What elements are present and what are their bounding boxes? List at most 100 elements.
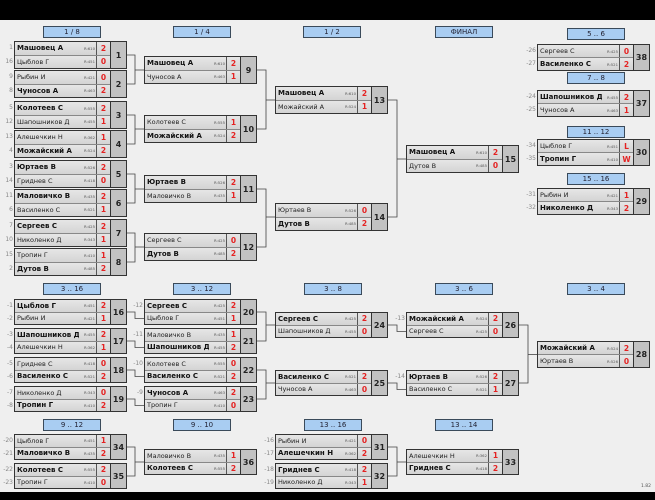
player-row[interactable]: Колотеев СR:5552 xyxy=(145,462,240,474)
player-row[interactable]: Алешечкин НR:3622 xyxy=(276,447,371,459)
player-row[interactable]: Колотеев СR:5552 xyxy=(15,102,110,116)
player-row[interactable]: Василенко СR:5212 xyxy=(276,371,371,384)
player-row[interactable]: Николенко ДR:3432 xyxy=(538,202,633,214)
player-row[interactable]: Колотеев СR:5552 xyxy=(15,464,110,477)
player-row[interactable]: Тропин ГR:4100 xyxy=(15,476,110,488)
match-2[interactable]: Рыбин ИR:4210Чуносов АR:46322 xyxy=(14,70,127,98)
match-19[interactable]: Николенко ДR:3430Тропин ГR:410219 xyxy=(14,386,127,412)
player-row[interactable]: Можайский АR:5242 xyxy=(407,313,502,326)
match-7[interactable]: Сергеев СR:4252Николенко ДR:34317 xyxy=(14,219,127,247)
match-9[interactable]: Машовец АR:6102Чуносов АR:46319 xyxy=(144,56,257,84)
player-row[interactable]: Можайский АR:5242 xyxy=(145,129,240,142)
player-row[interactable]: Цыблов ГR:4511 xyxy=(15,435,110,448)
player-row[interactable]: Цыблов ГR:4512 xyxy=(15,300,110,313)
player-row[interactable]: Чуносов АR:4632 xyxy=(15,84,110,97)
player-row[interactable]: Маловичко ВR:4352 xyxy=(15,447,110,459)
match-13[interactable]: Машовец АR:6102Можайский АR:524113 xyxy=(275,86,388,114)
player-row[interactable]: Можайский АR:5242 xyxy=(15,144,110,157)
player-row[interactable]: Дутов ВR:4852 xyxy=(276,217,371,230)
player-row[interactable]: Шапошников ДR:4551 xyxy=(15,115,110,128)
match-16[interactable]: Цыблов ГR:4512Рыбин ИR:421116 xyxy=(14,299,127,325)
player-row[interactable]: Гриднев СR:4180 xyxy=(15,358,110,371)
match-4[interactable]: Алешечкин НR:3621Можайский АR:52424 xyxy=(14,130,127,158)
match-31[interactable]: Рыбин ИR:4210Алешечкин НR:362231 xyxy=(275,434,388,460)
player-row[interactable]: Юртаев ВR:5262 xyxy=(145,176,240,190)
match-29[interactable]: Рыбин ИR:4211Николенко ДR:343229 xyxy=(537,188,650,215)
match-6[interactable]: Маловичко ВR:4352Василенко СR:52116 xyxy=(14,189,127,217)
player-row[interactable]: Колотеев СR:5550 xyxy=(145,358,240,371)
player-row[interactable]: Сергеев СR:4252 xyxy=(276,313,371,326)
match-37[interactable]: Шапошников ДR:4552Чуносов АR:463137 xyxy=(537,90,650,117)
player-row[interactable]: Можайский АR:5242 xyxy=(538,342,633,355)
player-row[interactable]: Юртаев ВR:5260 xyxy=(276,204,371,218)
match-28[interactable]: Можайский АR:5242Юртаев ВR:526028 xyxy=(537,341,650,368)
player-row[interactable]: Алешечкин НR:3621 xyxy=(15,341,110,353)
player-row[interactable]: Тропин ГR:4101 xyxy=(15,249,110,263)
player-row[interactable]: Маловичко ВR:4351 xyxy=(145,450,240,463)
match-21[interactable]: Маловичко ВR:4351Шапошников ДR:455221 xyxy=(144,328,257,354)
match-17[interactable]: Шапошников ДR:4552Алешечкин НR:362117 xyxy=(14,328,127,354)
match-14[interactable]: Юртаев ВR:5260Дутов ВR:485214 xyxy=(275,203,388,231)
player-row[interactable]: Алешечкин НR:3621 xyxy=(15,131,110,145)
player-row[interactable]: Дутов ВR:4850 xyxy=(407,159,502,172)
player-row[interactable]: Чуносов АR:4630 xyxy=(276,383,371,395)
player-row[interactable]: Сергеев СR:4250 xyxy=(407,325,502,337)
player-row[interactable]: Можайский АR:5241 xyxy=(276,100,371,113)
player-row[interactable]: Машовец АR:6102 xyxy=(276,87,371,101)
player-row[interactable]: Дутов ВR:4852 xyxy=(145,247,240,260)
player-row[interactable]: Шапошников ДR:4552 xyxy=(15,329,110,342)
player-row[interactable]: Гриднев СR:4182 xyxy=(407,462,502,474)
match-23[interactable]: Чуносов АR:4632Тропин ГR:410023 xyxy=(144,386,257,412)
player-row[interactable]: Николенко ДR:3431 xyxy=(276,476,371,488)
match-38[interactable]: Сергеев СR:4250Василенко СR:521238 xyxy=(537,44,650,71)
match-36[interactable]: Маловичко ВR:4351Колотеев СR:555236 xyxy=(144,449,257,475)
player-row[interactable]: Алешечкин НR:3621 xyxy=(407,450,502,463)
player-row[interactable]: Чуносов АR:4631 xyxy=(145,70,240,83)
player-row[interactable]: Сергеев СR:4252 xyxy=(145,300,240,313)
match-20[interactable]: Сергеев СR:4252Цыблов ГR:451120 xyxy=(144,299,257,325)
player-row[interactable]: Тропин ГR:410W xyxy=(538,153,633,165)
player-row[interactable]: Чуносов АR:4632 xyxy=(145,387,240,400)
player-row[interactable]: Николенко ДR:3431 xyxy=(15,233,110,246)
match-18[interactable]: Гриднев СR:4180Василенко СR:521218 xyxy=(14,357,127,383)
match-22[interactable]: Колотеев СR:5550Василенко СR:521222 xyxy=(144,357,257,383)
match-5[interactable]: Юртаев ВR:5262Гриднев СR:41805 xyxy=(14,160,127,188)
player-row[interactable]: Машовец АR:6102 xyxy=(15,42,110,56)
player-row[interactable]: Рыбин ИR:4211 xyxy=(538,189,633,202)
match-24[interactable]: Сергеев СR:4252Шапошников ДR:455024 xyxy=(275,312,388,338)
player-row[interactable]: Цыблов ГR:4510 xyxy=(15,55,110,68)
player-row[interactable]: Чуносов АR:4631 xyxy=(538,104,633,116)
match-10[interactable]: Колотеев СR:5551Можайский АR:524210 xyxy=(144,115,257,143)
player-row[interactable]: Гриднев СR:4180 xyxy=(15,174,110,187)
match-30[interactable]: Цыблов ГR:451LТропин ГR:410W30 xyxy=(537,139,650,166)
player-row[interactable]: Василенко СR:5211 xyxy=(407,383,502,395)
player-row[interactable]: Шапошников ДR:4550 xyxy=(276,325,371,337)
player-row[interactable]: Юртаев ВR:5262 xyxy=(407,371,502,384)
match-15[interactable]: Машовец АR:6102Дутов ВR:485015 xyxy=(406,145,519,173)
player-row[interactable]: Рыбин ИR:4210 xyxy=(276,435,371,448)
player-row[interactable]: Рыбин ИR:4210 xyxy=(15,71,110,85)
match-25[interactable]: Василенко СR:5212Чуносов АR:463025 xyxy=(275,370,388,396)
player-row[interactable]: Гриднев СR:4182 xyxy=(276,464,371,477)
player-row[interactable]: Маловичко ВR:4352 xyxy=(15,190,110,204)
player-row[interactable]: Шапошников ДR:4552 xyxy=(538,91,633,104)
player-row[interactable]: Машовец АR:6102 xyxy=(145,57,240,71)
match-27[interactable]: Юртаев ВR:5262Василенко СR:521127 xyxy=(406,370,519,396)
player-row[interactable]: Шапошников ДR:4552 xyxy=(145,341,240,353)
player-row[interactable]: Николенко ДR:3430 xyxy=(15,387,110,400)
player-row[interactable]: Колотеев СR:5551 xyxy=(145,116,240,130)
player-row[interactable]: Сергеев СR:4252 xyxy=(15,220,110,234)
player-row[interactable]: Дутов ВR:4852 xyxy=(15,262,110,275)
match-1[interactable]: Машовец АR:6102Цыблов ГR:45101 xyxy=(14,41,127,69)
player-row[interactable]: Рыбин ИR:4211 xyxy=(15,312,110,324)
player-row[interactable]: Василенко СR:5212 xyxy=(145,370,240,382)
player-row[interactable]: Юртаев ВR:5260 xyxy=(538,355,633,367)
match-32[interactable]: Гриднев СR:4182Николенко ДR:343132 xyxy=(275,463,388,489)
player-row[interactable]: Сергеев СR:4250 xyxy=(145,234,240,248)
player-row[interactable]: Юртаев ВR:5262 xyxy=(15,161,110,175)
player-row[interactable]: Василенко СR:5212 xyxy=(538,58,633,70)
player-row[interactable]: Цыблов ГR:451L xyxy=(538,140,633,153)
match-33[interactable]: Алешечкин НR:3621Гриднев СR:418233 xyxy=(406,449,519,475)
match-3[interactable]: Колотеев СR:5552Шапошников ДR:45513 xyxy=(14,101,127,129)
player-row[interactable]: Сергеев СR:4250 xyxy=(538,45,633,58)
